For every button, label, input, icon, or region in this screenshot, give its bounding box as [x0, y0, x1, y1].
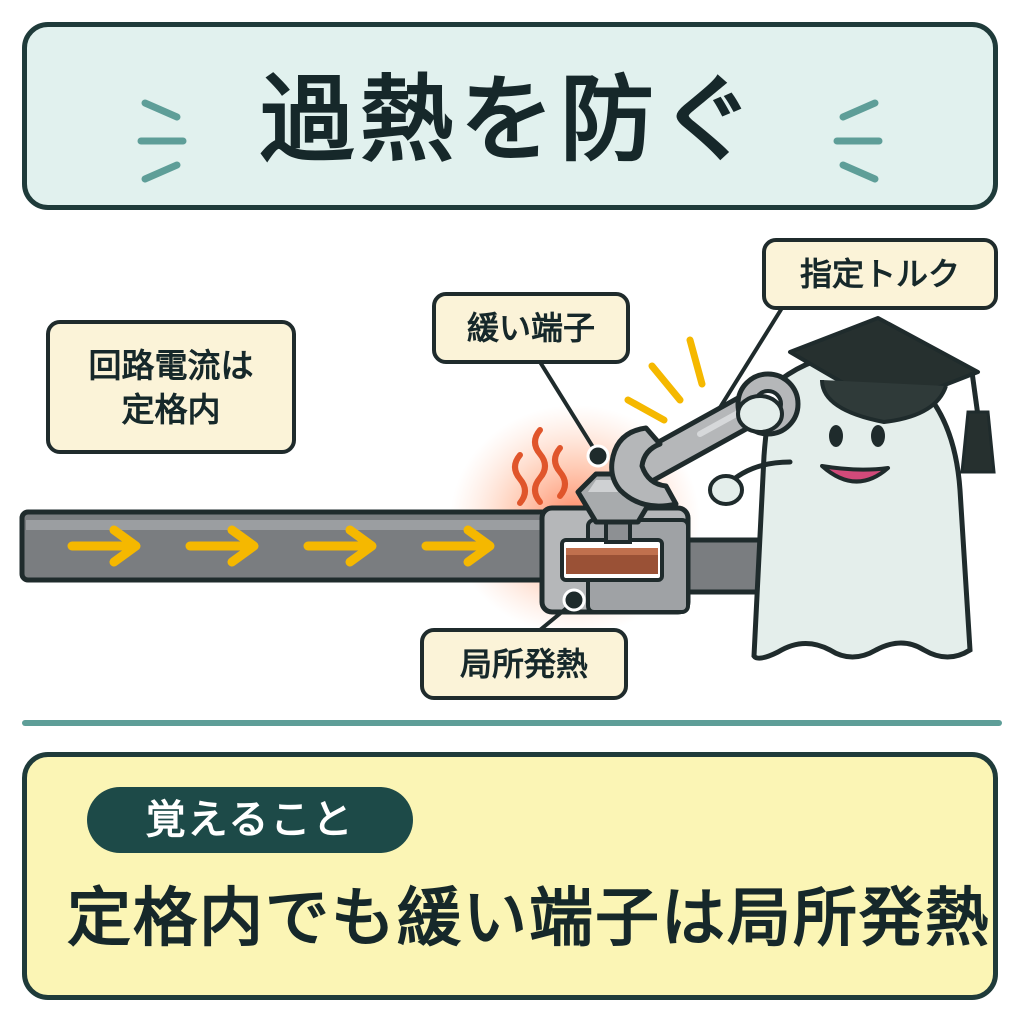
- current-arrow-icon: [67, 525, 495, 567]
- circuit-current-line2: 定格内: [121, 390, 221, 429]
- circuit-current-label: 回路電流は 定格内: [46, 320, 296, 454]
- specified-torque-label: 指定トルク: [762, 238, 998, 310]
- memo-text: 定格内でも緩い端子は局所発熱: [67, 882, 991, 956]
- title-panel: 過熱を防ぐ: [22, 22, 998, 210]
- circuit-current-line1: 回路電流は: [88, 346, 254, 385]
- ghost-professor-mascot: [708, 316, 996, 661]
- loose-terminal-label: 緩い端子: [432, 292, 630, 364]
- local-heating-label: 局所発熱: [420, 628, 628, 700]
- section-divider: [22, 720, 1002, 726]
- memo-panel: 覚えること 定格内でも緩い端子は局所発熱: [22, 752, 998, 1000]
- page-title: 過熱を防ぐ: [259, 66, 760, 175]
- tightening-spark-icon: [624, 336, 706, 424]
- heat-waves-icon: [512, 427, 568, 506]
- memo-badge: 覚えること: [87, 787, 413, 853]
- wrench-icon: [609, 371, 801, 509]
- emphasis-lines-right-icon: [833, 99, 883, 183]
- emphasis-lines-left-icon: [137, 99, 187, 183]
